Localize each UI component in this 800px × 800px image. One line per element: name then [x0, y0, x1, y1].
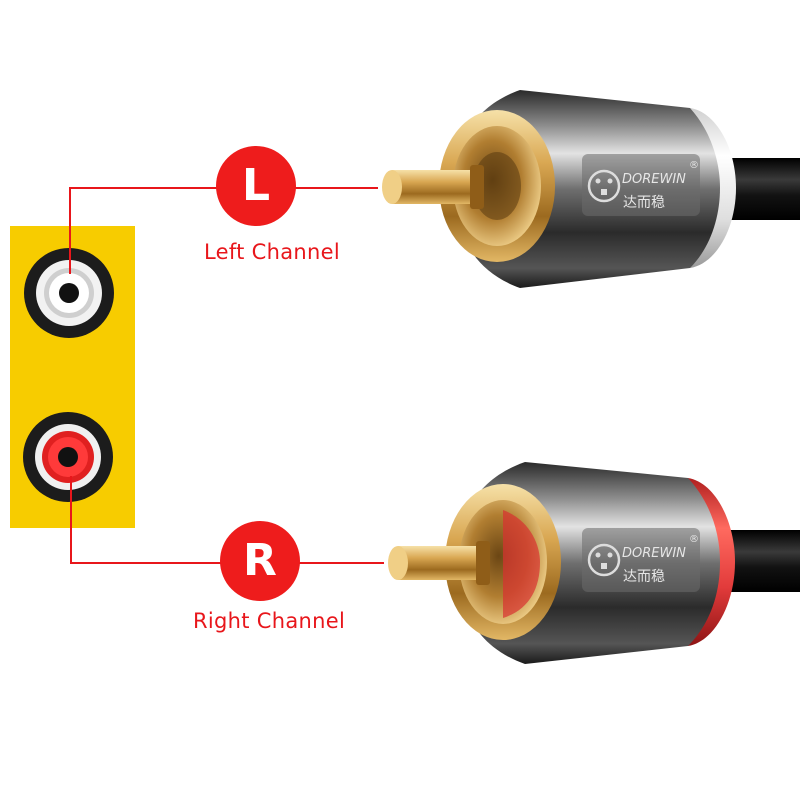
- brand-logo-text: DOREWIN: [622, 172, 686, 187]
- brand-logo-subtext: 达而稳: [623, 569, 665, 585]
- dorewin-logo-icon: [587, 169, 621, 203]
- brand-logo-text: DOREWIN: [622, 546, 686, 561]
- left-channel-badge: [216, 146, 296, 226]
- left-channel-badge-letter: L: [241, 160, 271, 211]
- left-channel-label: Left Channel: [204, 240, 340, 264]
- registered-mark: ®: [689, 160, 699, 171]
- brand-logo-subtext: 达而稳: [623, 195, 665, 211]
- left-rca-plug: [382, 90, 800, 288]
- red-rca-jack: [23, 412, 113, 502]
- right-rca-plug: [388, 462, 800, 664]
- dorewin-logo-icon: [587, 543, 621, 577]
- right-channel-badge: [220, 521, 300, 601]
- right-channel-label: Right Channel: [193, 609, 346, 633]
- registered-mark: ®: [689, 534, 699, 545]
- right-channel-badge-letter: R: [243, 535, 277, 586]
- white-rca-jack: [24, 248, 114, 338]
